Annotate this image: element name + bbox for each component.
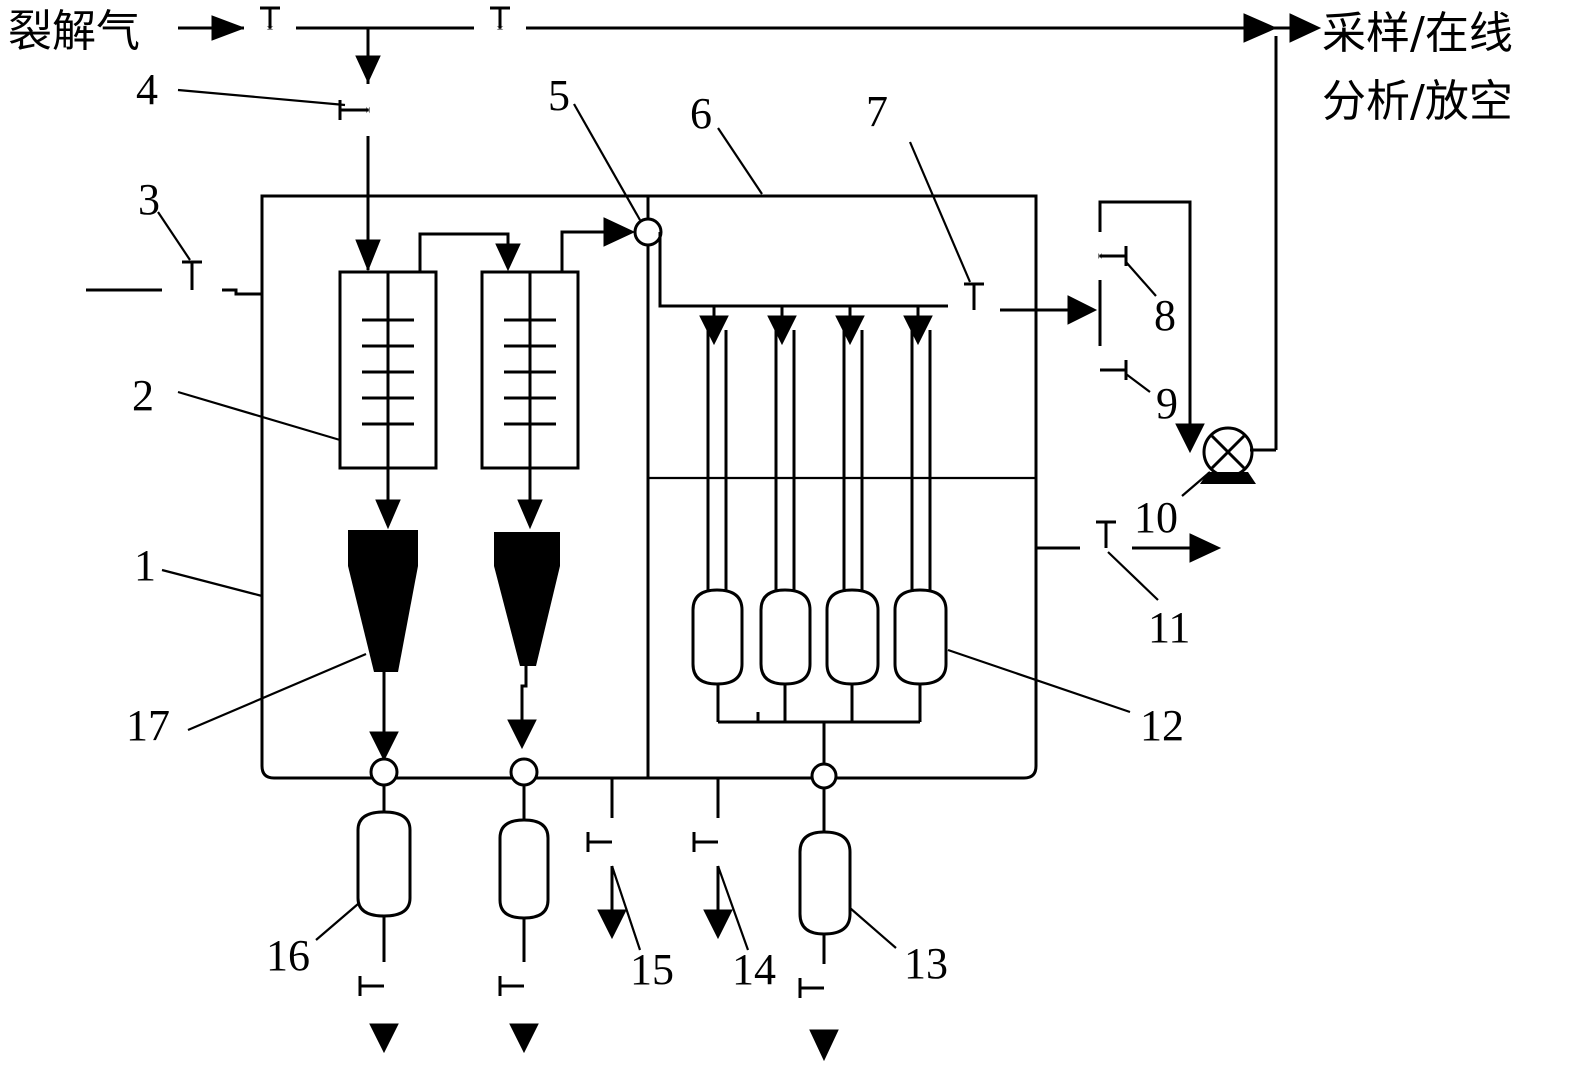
valve-15 — [586, 778, 627, 940]
drain-node-right — [810, 762, 838, 790]
outlet-label-line2: 分析/放空 — [1322, 76, 1513, 127]
condenser-1 — [691, 330, 744, 686]
condenser-manifold — [658, 232, 948, 346]
label-5: 5 — [548, 71, 570, 120]
label-17: 17 — [126, 701, 170, 750]
valve-4 — [338, 28, 381, 272]
main-gas-line — [178, 6, 1322, 43]
collector-left — [338, 232, 521, 530]
outlet-label-line1: 采样/在线 — [1322, 8, 1513, 59]
inlet-label: 裂解气 — [8, 6, 140, 57]
condenser-drain-manifold — [716, 684, 922, 766]
valve-11 — [1036, 520, 1222, 563]
condenser-3 — [825, 330, 880, 686]
label-16: 16 — [266, 931, 310, 980]
drain-node-left — [369, 757, 399, 787]
label-3: 3 — [138, 175, 160, 224]
receiver-tank-13 — [798, 788, 852, 1062]
label-4: 4 — [136, 65, 158, 114]
label-15: 15 — [630, 945, 674, 994]
valve-3 — [86, 260, 262, 304]
cyclone-right — [494, 532, 560, 750]
drain-node-mid — [509, 757, 539, 787]
cyclone-left — [348, 530, 418, 762]
receiver-tank-mid — [498, 785, 550, 1054]
receiver-tank-16 — [356, 785, 412, 1054]
valve-14 — [692, 778, 733, 940]
label-8: 8 — [1154, 291, 1176, 340]
label-13: 13 — [904, 939, 948, 988]
label-7: 7 — [866, 87, 888, 136]
valve-8-9-branch — [1088, 200, 1205, 454]
vacuum-pump-10 — [1200, 426, 1256, 484]
label-11: 11 — [1148, 603, 1190, 652]
label-12: 12 — [1140, 701, 1184, 750]
valve-7 — [948, 282, 1098, 325]
label-1: 1 — [134, 541, 156, 590]
collector-right — [480, 217, 636, 530]
label-6: 6 — [690, 89, 712, 138]
label-10: 10 — [1134, 493, 1178, 542]
label-14: 14 — [732, 945, 776, 994]
label-2: 2 — [132, 371, 154, 420]
three-way-joint-5 — [633, 217, 663, 247]
condenser-2 — [759, 330, 812, 686]
label-9: 9 — [1156, 379, 1178, 428]
thermostatic-box — [260, 194, 1038, 780]
condenser-4 — [893, 330, 948, 686]
